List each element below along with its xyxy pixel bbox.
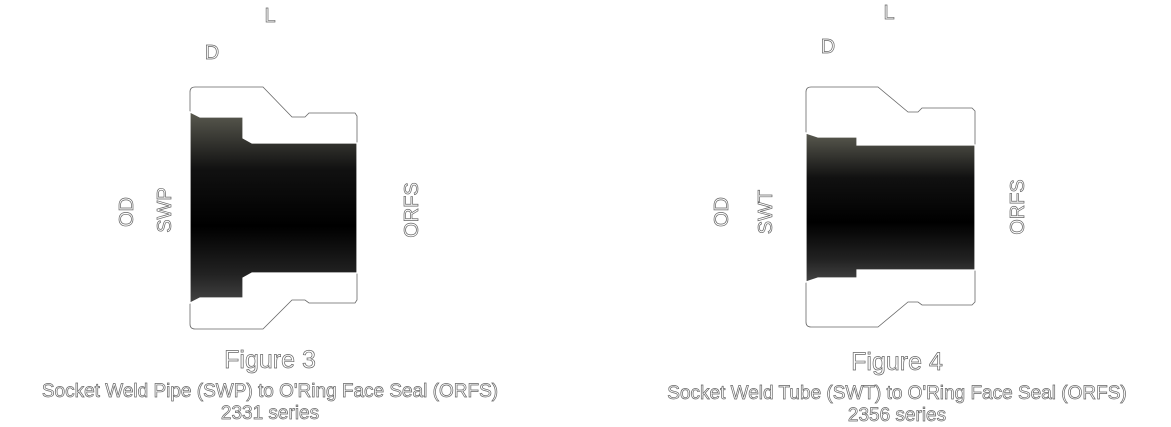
length-label: L xyxy=(264,5,275,27)
depth-label: D xyxy=(205,42,219,64)
figure-4-drawing: L D OD SWT ORFS xyxy=(708,0,1035,328)
length-label: L xyxy=(883,2,894,24)
swt-label: SWT xyxy=(755,190,777,234)
od-label: OD xyxy=(116,197,138,227)
depth-label: D xyxy=(821,36,835,58)
od-label: OD xyxy=(711,197,733,227)
orfs-label: ORFS xyxy=(1007,179,1029,235)
figure-3-title: Figure 3 xyxy=(224,346,316,374)
figure-3-caption: Socket Weld Pipe (SWP) to O'Ring Face Se… xyxy=(41,381,499,402)
orfs-label: ORFS xyxy=(401,182,423,238)
figure-3-series: 2331 series xyxy=(220,403,320,424)
figure-4-series: 2356 series xyxy=(847,405,947,426)
figure-4-title: Figure 4 xyxy=(851,348,943,376)
swp-label: SWP xyxy=(154,187,176,233)
figure-3-drawing: L D OD SWP ORFS xyxy=(113,5,423,330)
figure-4-caption: Socket Weld Tube (SWT) to O'Ring Face Se… xyxy=(667,383,1127,404)
